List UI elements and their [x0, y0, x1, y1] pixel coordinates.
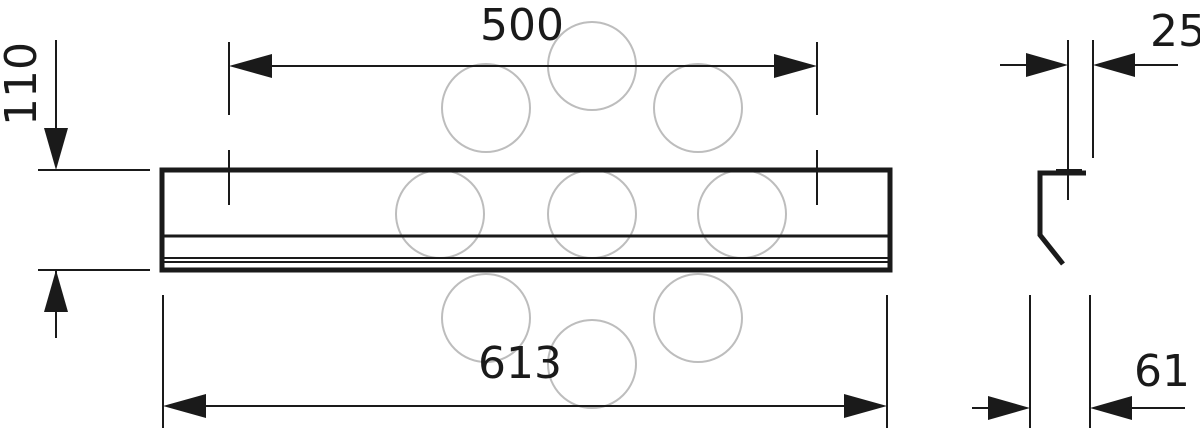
arrow-down: [44, 128, 68, 170]
dimension-61: 61: [972, 295, 1190, 428]
arrow-left: [163, 394, 206, 418]
arrow-right: [1026, 53, 1068, 77]
arrow-right: [988, 396, 1030, 420]
dimension-500-label: 500: [480, 0, 564, 51]
bracket-side-view: [1037, 40, 1094, 266]
dimension-613-label: 613: [478, 338, 562, 389]
arrow-left: [1093, 53, 1135, 77]
dimension-110: 110: [0, 40, 150, 338]
dimension-613: 613: [162, 295, 888, 428]
dimension-500: 500: [228, 0, 818, 115]
arrow-up: [44, 270, 68, 312]
watermark-logo: [395, 21, 787, 409]
dimension-110-label: 110: [0, 42, 47, 126]
luminaire-front-view: [159, 150, 893, 273]
dimension-25: 25: [1000, 6, 1200, 77]
dimension-61-label: 61: [1134, 346, 1190, 397]
arrow-left: [229, 54, 272, 78]
arrow-right: [844, 394, 887, 418]
arrow-right: [774, 54, 817, 78]
dimension-25-label: 25: [1150, 6, 1200, 57]
arrow-left: [1090, 396, 1132, 420]
